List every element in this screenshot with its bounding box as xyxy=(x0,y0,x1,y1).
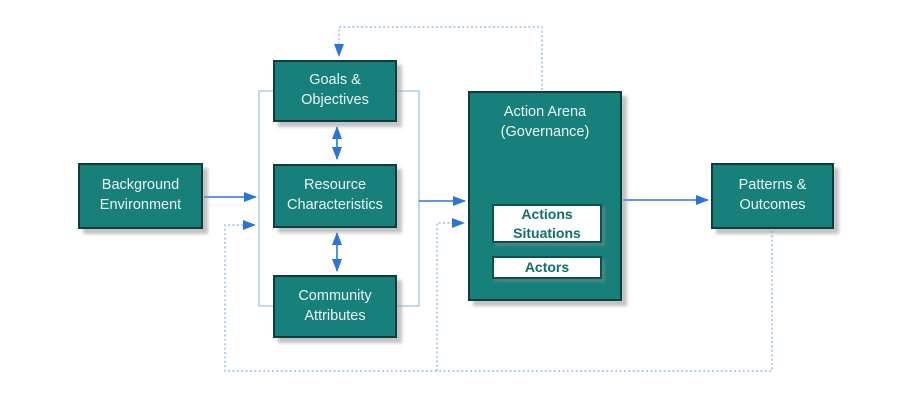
node-label: Goals & Objectives xyxy=(301,72,369,108)
node-label: Community Attributes xyxy=(298,287,372,324)
edge-feedback-patterns-to-middle xyxy=(224,220,773,372)
node-action-situations: Actions Situations xyxy=(492,204,602,243)
node-label: Action Arena (Governance) xyxy=(500,104,590,140)
node-resource-characteristics: Resource Characteristics xyxy=(273,164,397,228)
node-community-attributes: Community Attributes xyxy=(273,275,397,338)
node-actors: Actors xyxy=(492,256,602,279)
edge-left-bracket xyxy=(258,90,273,307)
inner-node-label: Actors xyxy=(524,259,570,276)
node-action-arena: Action Arena (Governance) Actions Situat… xyxy=(468,91,622,301)
edge-feedback-patterns-to-arena xyxy=(436,218,465,371)
node-goals-objectives: Goals & Objectives xyxy=(273,60,397,122)
inner-node-label: Actions Situations xyxy=(513,206,581,241)
node-label: Background Environment xyxy=(99,177,182,213)
node-background-environment: Background Environment xyxy=(78,163,203,229)
edge-right-bracket xyxy=(397,90,420,307)
node-patterns-outcomes: Patterns & Outcomes xyxy=(711,163,834,229)
edge-feedback-arena-to-goals xyxy=(334,26,543,90)
node-label: Patterns & Outcomes xyxy=(738,177,807,213)
node-label: Resource Characteristics xyxy=(287,177,383,213)
